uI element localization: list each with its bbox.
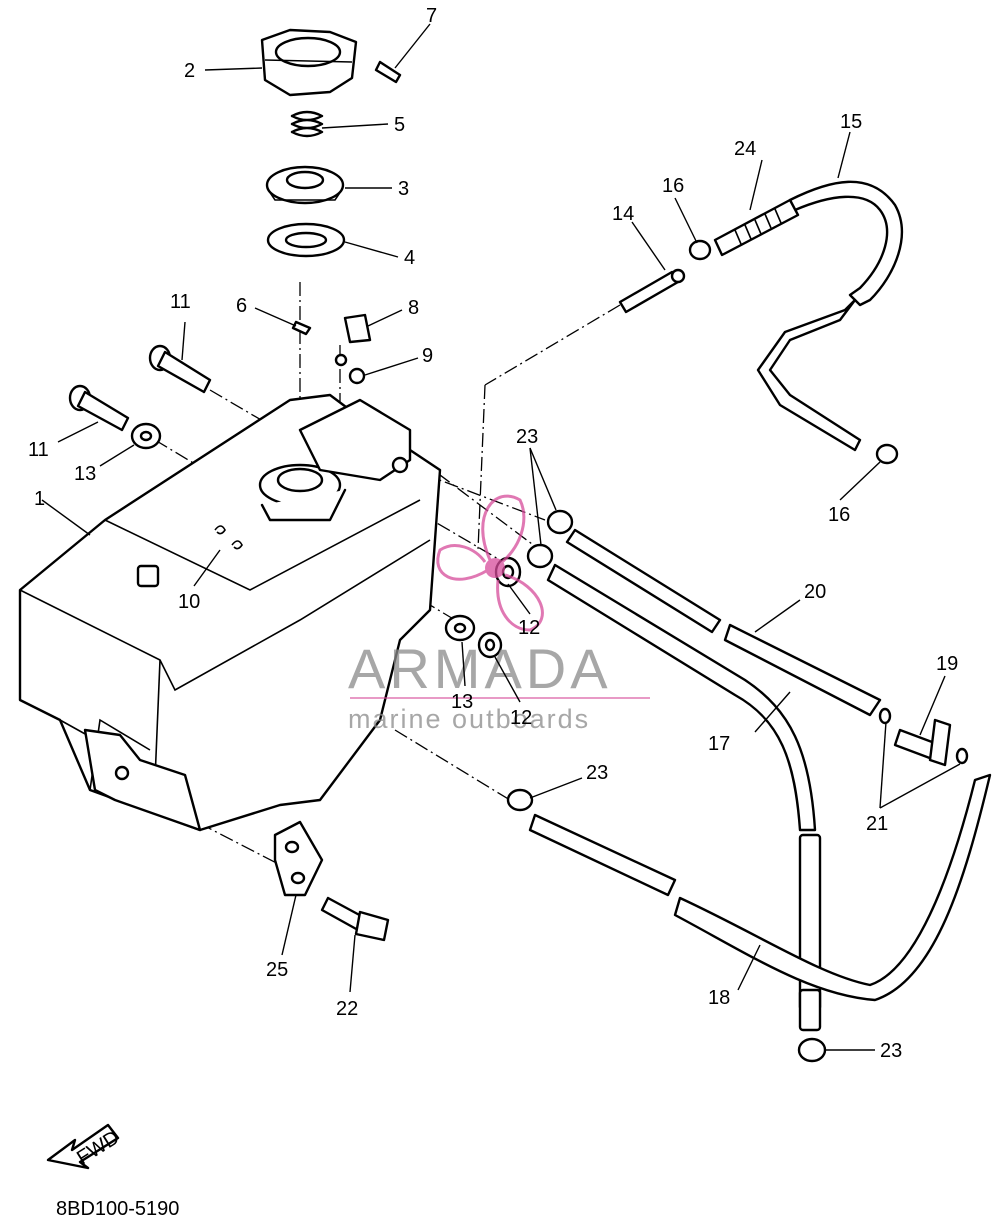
callout-label: 23 xyxy=(516,426,538,448)
callout-label: 17 xyxy=(708,733,730,755)
callout-label: 4 xyxy=(404,247,415,269)
callout-label: 12 xyxy=(510,707,532,729)
fuel-hose-18 xyxy=(528,773,992,1002)
callout-label: 12 xyxy=(518,617,540,639)
spring-clips xyxy=(214,525,243,550)
cap-gasket xyxy=(266,222,346,258)
callout-leaders xyxy=(41,23,961,1051)
washer-upper xyxy=(130,422,162,450)
callout-label: 15 xyxy=(840,111,862,133)
bolt-lower xyxy=(68,384,130,432)
cap-seal xyxy=(265,165,345,205)
bolt-22 xyxy=(320,896,390,942)
connector-bolt xyxy=(618,268,686,314)
callout-label: 2 xyxy=(184,60,195,82)
callout-label: 14 xyxy=(612,203,634,225)
callout-label: 3 xyxy=(398,178,409,200)
callout-label: 8 xyxy=(408,297,419,319)
callout-label: 10 xyxy=(178,591,200,613)
callout-label: 22 xyxy=(336,998,358,1020)
callout-label: 23 xyxy=(880,1040,902,1062)
bracket-plate-25 xyxy=(273,820,324,897)
washer-lower xyxy=(444,614,476,642)
vent-hose-15 xyxy=(756,180,904,452)
callout-label: 20 xyxy=(804,581,826,603)
fuel-hose-20 xyxy=(565,528,882,717)
callout-label: 11 xyxy=(28,439,49,461)
callout-label: 5 xyxy=(394,114,405,136)
callout-label: 16 xyxy=(662,175,684,197)
callout-label: 13 xyxy=(74,463,96,485)
hose-fitting-24 xyxy=(713,198,800,257)
fwd-arrow: FWD xyxy=(46,1123,123,1169)
propeller-logo xyxy=(436,494,544,632)
callout-label: 24 xyxy=(734,138,756,160)
callout-label: 9 xyxy=(422,345,433,367)
grommet-lower xyxy=(477,631,503,659)
callout-label: 23 xyxy=(586,762,608,784)
callout-label: 6 xyxy=(236,295,247,317)
diagram-code: 8BD100-5190 xyxy=(56,1198,179,1220)
watermark-brand: ARMADA xyxy=(348,637,612,700)
callout-label: 16 xyxy=(828,504,850,526)
cap-pin xyxy=(374,60,402,84)
vent-nut xyxy=(334,353,366,385)
hose-clamp-16-upper xyxy=(688,239,712,261)
callout-label: 1 xyxy=(34,488,45,510)
callout-labels: 1 2 3 4 5 6 7 8 9 10 11 11 12 12 13 13 1… xyxy=(28,5,958,1062)
fuel-tank xyxy=(18,393,442,832)
hose-clips-21 xyxy=(878,707,969,765)
callout-label: 11 xyxy=(170,291,191,313)
callout-label: 18 xyxy=(708,987,730,1009)
bolt-upper xyxy=(148,344,212,394)
cap-spring xyxy=(290,110,324,138)
callout-label: 13 xyxy=(451,691,473,713)
armada-watermark: ARMADA marine outboards xyxy=(348,494,650,734)
callout-label: 19 xyxy=(936,653,958,675)
callout-label: 21 xyxy=(866,813,888,835)
watermark-tagline: marine outboards xyxy=(348,704,590,734)
callout-label: 7 xyxy=(426,5,437,27)
small-pin xyxy=(291,320,312,336)
hose-clamp-16-lower xyxy=(875,443,899,465)
callout-label: 25 xyxy=(266,959,288,981)
clamps-23 xyxy=(506,509,827,1063)
vent-clip xyxy=(343,313,372,344)
t-joint-19 xyxy=(893,718,952,767)
filler-cap xyxy=(260,28,358,97)
